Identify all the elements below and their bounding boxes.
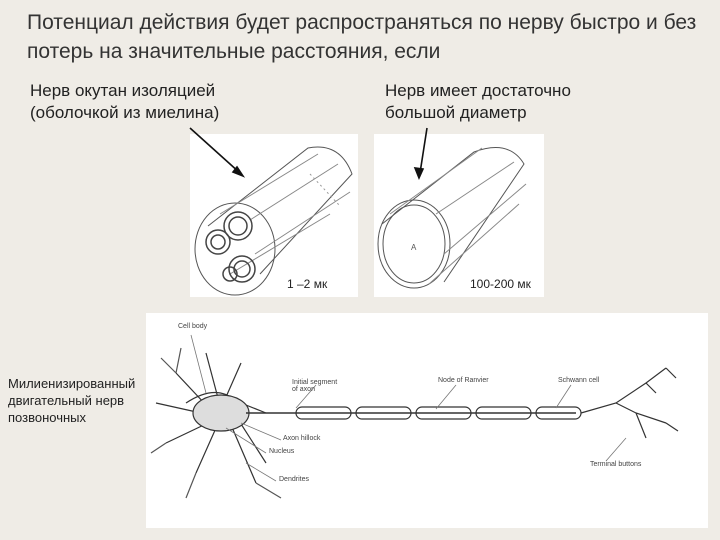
node-of-ranvier-label: Node of Ranvier <box>438 377 489 384</box>
dendrites-label: Dendrites <box>279 476 309 483</box>
motor-neuron-figure: Cell body Initial segment of axon Node o… <box>146 313 708 528</box>
terminal-buttons-label: Terminal buttons <box>590 461 641 468</box>
neuron-caption: Милиенизированный двигательный нерв позв… <box>8 375 168 426</box>
axon-hillock-label: Axon hillock <box>283 435 320 442</box>
initial-segment-label: Initial segment of axon <box>292 379 342 393</box>
nucleus-label: Nucleus <box>269 448 294 455</box>
myelinated-diameter-label: 1 –2 мк <box>287 277 327 291</box>
large-diameter-label: 100-200 мк <box>470 277 531 291</box>
schwann-cell-label: Schwann cell <box>558 377 599 384</box>
cell-body-label: Cell body <box>178 323 207 330</box>
